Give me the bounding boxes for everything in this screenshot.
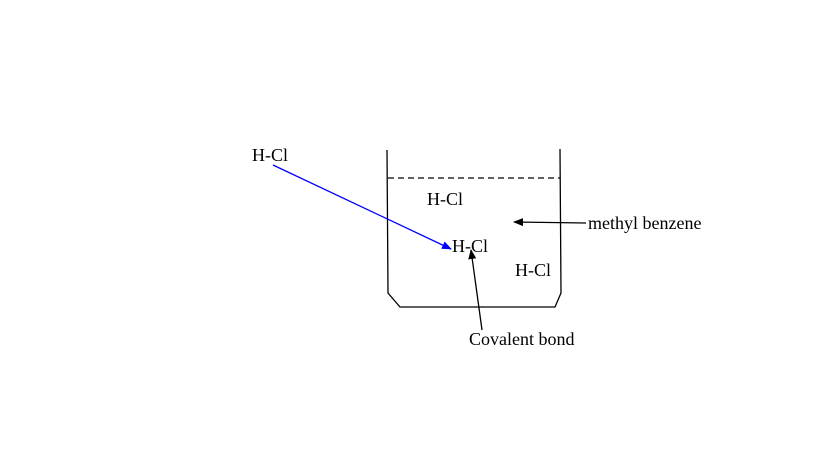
hcl-top-label: H-Cl xyxy=(427,189,463,209)
bond-pointer-arrow xyxy=(468,249,483,331)
beaker-outline xyxy=(386,148,562,308)
hcl-outside-label: H-Cl xyxy=(252,145,288,165)
covalent-bond-label: Covalent bond xyxy=(469,329,575,349)
methyl-benzene-label: methyl benzene xyxy=(588,213,702,233)
solvent-pointer-arrow xyxy=(513,218,587,227)
hcl-entry-arrow xyxy=(272,164,452,250)
hcl-right-label: H-Cl xyxy=(515,260,551,280)
hcl-middle-label: H-Cl xyxy=(452,236,488,256)
